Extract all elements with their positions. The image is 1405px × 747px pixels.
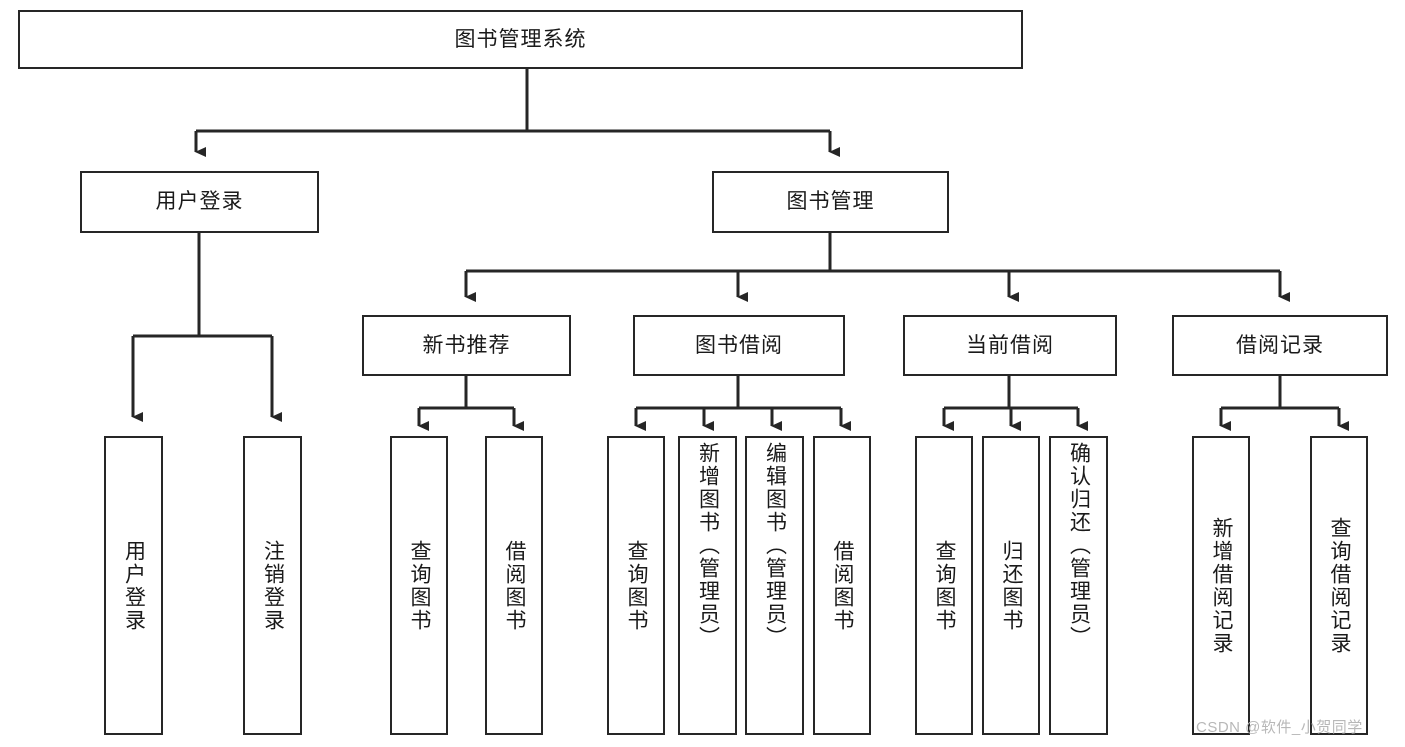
node-leaf-add-borrow-record-label: 新增借阅记录 xyxy=(1210,516,1234,655)
node-leaf-query-book-1-label: 查询图书 xyxy=(408,539,432,632)
node-borrow-record[interactable]: 借阅记录 xyxy=(1172,315,1388,376)
node-leaf-edit-book-admin-label: 编辑图书（管理员） xyxy=(763,442,787,649)
node-new-book-recommend-label: 新书推荐 xyxy=(422,333,511,357)
node-leaf-borrow-book-1[interactable]: 借阅图书 xyxy=(485,436,543,735)
node-leaf-query-book-3-label: 查询图书 xyxy=(933,539,957,632)
node-leaf-return-book[interactable]: 归还图书 xyxy=(982,436,1040,735)
node-leaf-query-book-3[interactable]: 查询图书 xyxy=(915,436,973,735)
node-leaf-borrow-book-1-label: 借阅图书 xyxy=(503,539,527,632)
node-book-management-label: 图书管理 xyxy=(786,190,875,214)
node-leaf-borrow-book-2-label: 借阅图书 xyxy=(831,539,855,632)
node-leaf-confirm-return-admin-label: 确认归还（管理员） xyxy=(1067,442,1091,649)
node-leaf-confirm-return-admin[interactable]: 确认归还（管理员） xyxy=(1049,436,1108,735)
node-leaf-edit-book-admin[interactable]: 编辑图书（管理员） xyxy=(745,436,804,735)
node-book-borrow[interactable]: 图书借阅 xyxy=(633,315,845,376)
node-leaf-query-book-2-label: 查询图书 xyxy=(625,539,649,632)
node-current-borrow-label: 当前借阅 xyxy=(966,333,1054,357)
node-root-system[interactable]: 图书管理系统 xyxy=(18,10,1023,69)
node-leaf-user-login[interactable]: 用户登录 xyxy=(104,436,163,735)
node-leaf-query-borrow-record[interactable]: 查询借阅记录 xyxy=(1310,436,1368,735)
node-leaf-logout-login-label: 注销登录 xyxy=(261,539,285,632)
node-leaf-add-borrow-record[interactable]: 新增借阅记录 xyxy=(1192,436,1250,735)
node-leaf-borrow-book-2[interactable]: 借阅图书 xyxy=(813,436,871,735)
node-leaf-logout-login[interactable]: 注销登录 xyxy=(243,436,302,735)
node-new-book-recommend[interactable]: 新书推荐 xyxy=(362,315,571,376)
node-leaf-user-login-label: 用户登录 xyxy=(122,539,146,632)
node-leaf-add-book-admin-label: 新增图书（管理员） xyxy=(696,442,720,649)
node-user-login-label: 用户登录 xyxy=(155,190,244,214)
node-root-label: 图书管理系统 xyxy=(454,27,587,51)
csdn-watermark: CSDN @软件_小贺同学 xyxy=(1196,719,1363,736)
node-book-borrow-label: 图书借阅 xyxy=(695,333,783,357)
node-leaf-query-book-2[interactable]: 查询图书 xyxy=(607,436,665,735)
node-book-management[interactable]: 图书管理 xyxy=(712,171,949,233)
node-user-login[interactable]: 用户登录 xyxy=(80,171,319,233)
node-borrow-record-label: 借阅记录 xyxy=(1236,333,1324,357)
node-current-borrow[interactable]: 当前借阅 xyxy=(903,315,1117,376)
node-leaf-add-book-admin[interactable]: 新增图书（管理员） xyxy=(678,436,737,735)
node-leaf-return-book-label: 归还图书 xyxy=(1000,539,1024,632)
node-leaf-query-borrow-record-label: 查询借阅记录 xyxy=(1328,516,1352,655)
node-leaf-query-book-1[interactable]: 查询图书 xyxy=(390,436,448,735)
